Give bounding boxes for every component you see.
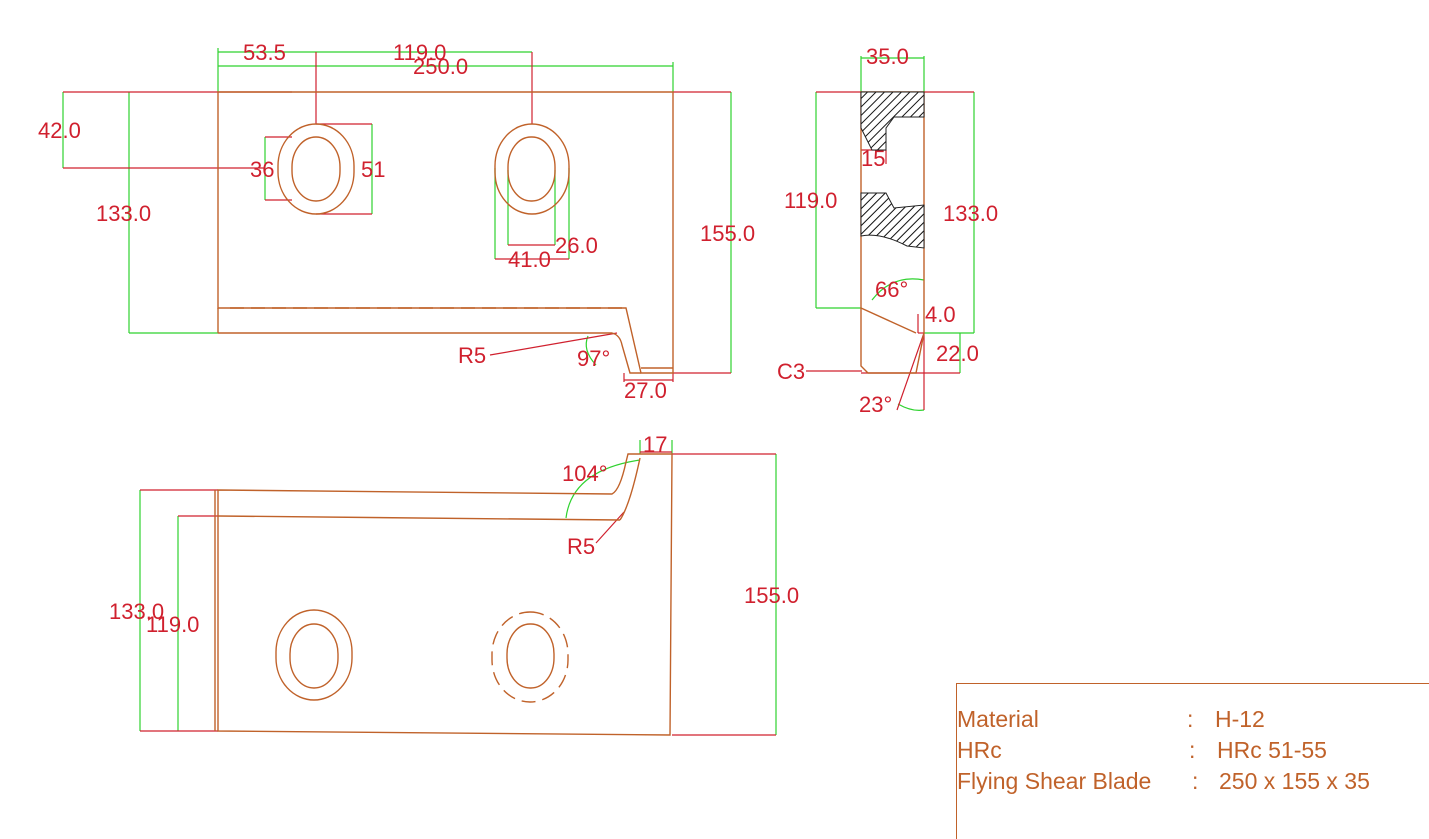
side-view: 35.0 15 119.0 133.0 66° 4.0 22.0 C3 23°: [777, 44, 998, 417]
front-dim-53-5: 53.5: [243, 40, 286, 65]
front-dimension-texts: 53.5 119.0 250.0 42.0 36 51 133.0 26.0 4…: [38, 40, 755, 403]
side-section-hatch-bottom: [860, 192, 925, 249]
bottom-leader-lines: [140, 451, 776, 736]
front-dim-26: 26.0: [555, 233, 598, 258]
part-name-colon: :: [1192, 768, 1199, 794]
bottom-dim-119: 119.0: [146, 612, 199, 637]
side-angle-23: 23°: [859, 392, 892, 417]
bottom-dimension-texts: 17 104° R5 133.0 119.0 155.0: [109, 432, 799, 637]
front-dim-250: 250.0: [413, 54, 468, 79]
front-dimension-lines: [62, 48, 732, 373]
side-angle-66: 66°: [875, 277, 908, 302]
front-part-outline: [217, 91, 674, 374]
front-angle-97: 97°: [577, 346, 610, 371]
hrc-value: HRc 51-55: [1217, 737, 1327, 763]
material-label: Material: [957, 706, 1039, 732]
hrc-label: HRc: [957, 737, 1002, 763]
side-dimension-texts: 35.0 15 119.0 133.0 66° 4.0 22.0 C3 23°: [777, 44, 998, 417]
bottom-dim-155: 155.0: [744, 583, 799, 608]
side-section-hatch-top: [860, 91, 925, 151]
part-name-label: Flying Shear Blade: [957, 768, 1152, 794]
bottom-radius-r5: R5: [567, 534, 595, 559]
part-size-value: 250 x 155 x 35: [1219, 768, 1370, 794]
front-dim-27: 27.0: [624, 378, 667, 403]
bottom-view: 17 104° R5 133.0 119.0 155.0: [109, 432, 799, 736]
side-dim-133: 133.0: [943, 201, 998, 226]
bottom-dim-133: 133.0: [109, 599, 164, 624]
hrc-colon: :: [1189, 737, 1196, 763]
material-value: H-12: [1215, 706, 1265, 732]
front-dim-36: 36: [250, 157, 274, 182]
side-dimension-lines: [815, 56, 975, 411]
front-dim-51: 51: [361, 157, 385, 182]
title-block: Material : H-12 HRc : HRc 51-55 Flying S…: [956, 683, 1429, 839]
side-part-outline: [860, 91, 925, 374]
bottom-angle-104: 104°: [562, 461, 608, 486]
side-dim-35: 35.0: [866, 44, 909, 69]
front-dim-155: 155.0: [700, 221, 755, 246]
front-dim-133: 133.0: [96, 201, 151, 226]
front-radius-r5: R5: [458, 343, 486, 368]
bottom-part-outline: [214, 453, 673, 736]
side-dim-4: 4.0: [925, 302, 956, 327]
front-view: 53.5 119.0 250.0 42.0 36 51 133.0 26.0 4…: [38, 40, 755, 403]
bottom-dim-17: 17: [643, 432, 667, 457]
side-dim-119: 119.0: [784, 188, 837, 213]
front-dim-41: 41.0: [508, 247, 551, 272]
bottom-dimension-lines: [139, 440, 777, 735]
side-dim-15: 15: [861, 146, 885, 171]
side-chamfer-c3: C3: [777, 359, 805, 384]
front-dim-42: 42.0: [38, 118, 81, 143]
side-dim-22: 22.0: [936, 341, 979, 366]
front-dim-119: 119.0: [393, 40, 446, 65]
material-colon: :: [1187, 706, 1194, 732]
